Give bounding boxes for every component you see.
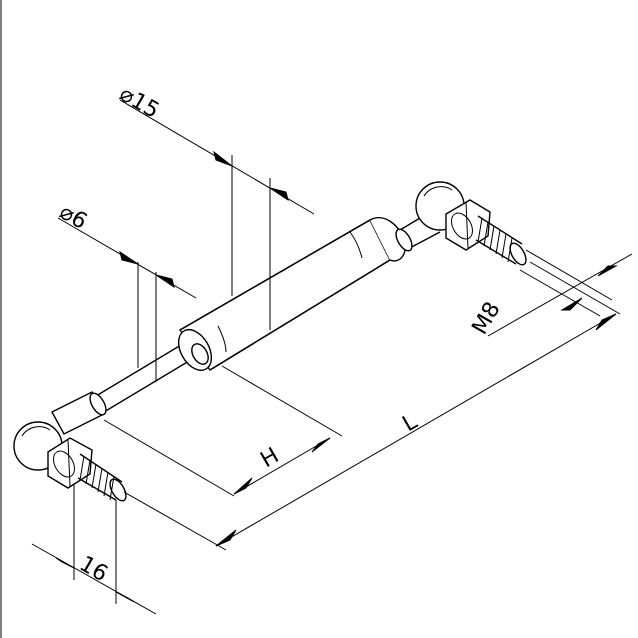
dim-label-thread: M8: [468, 298, 506, 339]
cylinder-body: [177, 217, 406, 371]
dim-label-thread-length: 16: [75, 552, 112, 588]
dim-label-stroke-length: H: [257, 443, 284, 473]
dim-label-body-diameter: ⌀15: [115, 82, 163, 124]
front-threaded-stud: [77, 453, 127, 502]
dim-thread-length: 16: [31, 484, 157, 615]
dim-label-total-length: L: [399, 409, 423, 437]
dim-label-rod-diameter: ⌀6: [55, 200, 91, 235]
rear-threaded-stud: [475, 215, 527, 266]
dim-total-length: L: [123, 261, 621, 551]
dim-stroke-length: H: [103, 365, 343, 497]
dim-thread: M8: [468, 249, 633, 339]
dim-rod-diameter: ⌀6: [55, 200, 197, 382]
front-neck: [51, 391, 107, 435]
